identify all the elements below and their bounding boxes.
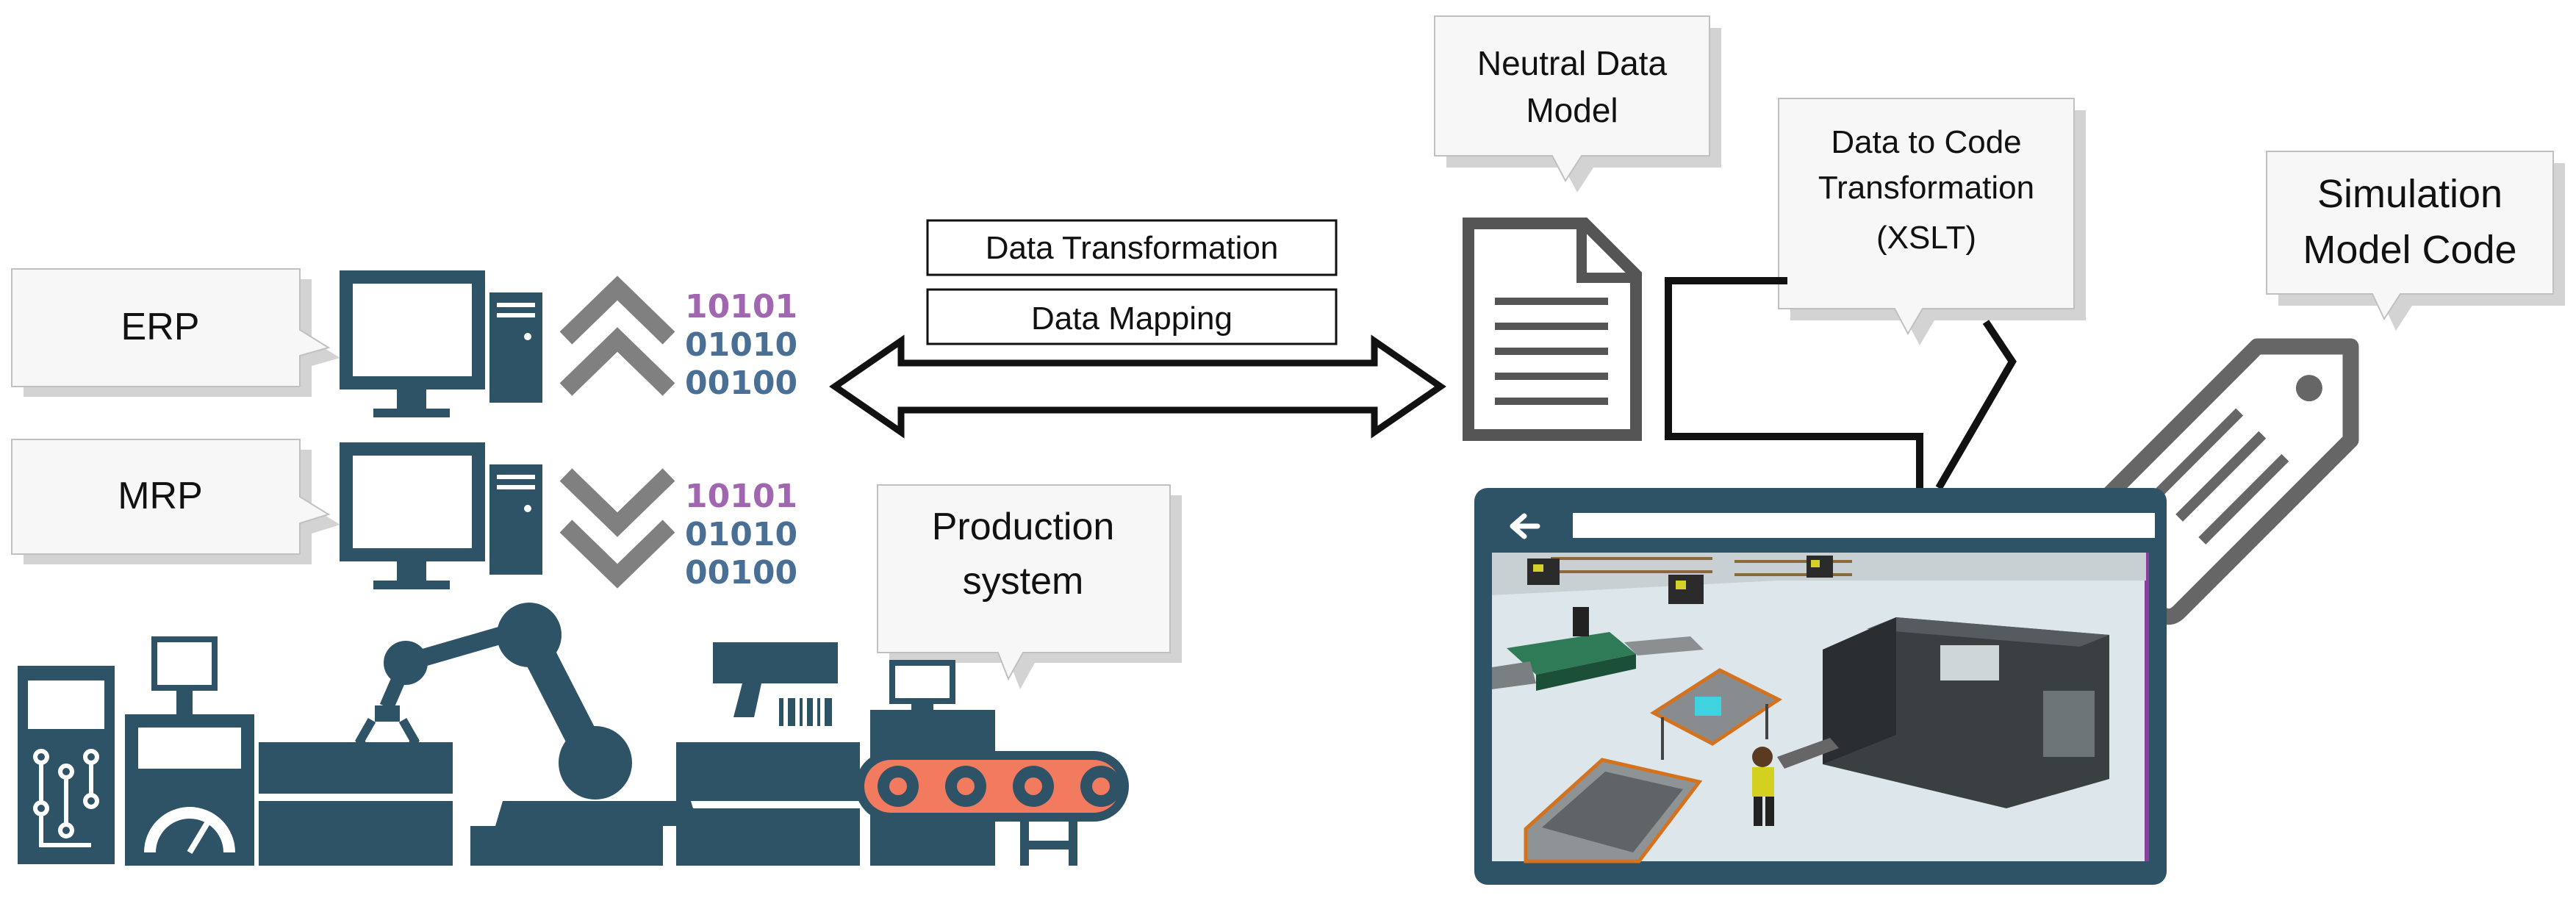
neutral-label-line2: Model [1526, 91, 1618, 129]
production-equipment-icon [18, 603, 1129, 866]
xslt-label-line1: Data to Code [1831, 124, 2021, 160]
data-transformation-box: Data Transformation [926, 219, 1338, 276]
double-arrow-icon [829, 334, 1446, 439]
simulation-window [1474, 488, 2167, 885]
chevron-down-icon [559, 468, 675, 589]
erp-callout: ERP [11, 268, 340, 397]
simulation-label-line1: Simulation [2317, 172, 2503, 216]
mrp-label: MRP [118, 475, 203, 517]
erp-computer-icon [340, 270, 542, 417]
mrp-computer-icon [340, 442, 542, 589]
data-mapping-box: Data Mapping [926, 288, 1338, 345]
binary-row: 00100 [685, 554, 797, 592]
production-label-line2: system [963, 560, 1084, 603]
erp-label: ERP [121, 306, 200, 348]
binary-row: 01010 [685, 516, 797, 553]
binary-data-upper: 10101 01010 00100 [685, 288, 797, 402]
neutral-data-model-callout: Neutral Data Model [1434, 15, 1721, 193]
binary-row: 10101 [685, 288, 797, 326]
xslt-label-line3: (XSLT) [1876, 220, 1976, 256]
document-icon [1463, 218, 1642, 441]
connector-lines [1665, 277, 2017, 490]
data-mapping-label: Data Mapping [1031, 301, 1233, 337]
neutral-label-line1: Neutral Data [1477, 44, 1668, 82]
binary-data-lower: 10101 01010 00100 [685, 478, 797, 592]
production-system-callout: Production system [877, 484, 1182, 689]
mrp-callout: MRP [11, 439, 340, 564]
binary-row: 10101 [685, 478, 797, 515]
xslt-callout: Data to Code Transformation (XSLT) [1778, 98, 2086, 345]
data-transformation-label: Data Transformation [986, 230, 1279, 266]
address-bar[interactable] [1573, 513, 2155, 538]
xslt-label-line2: Transformation [1818, 170, 2034, 206]
simulation-label-line2: Model Code [2303, 228, 2516, 272]
simulation-viewport[interactable] [1492, 553, 2149, 863]
simulation-model-code-callout: Simulation Model Code [2266, 151, 2565, 331]
production-label-line1: Production [932, 506, 1115, 548]
binary-row: 01010 [685, 326, 797, 364]
binary-row: 00100 [685, 364, 797, 402]
chevron-up-icon [559, 276, 675, 396]
back-arrow-icon[interactable] [1510, 513, 1540, 539]
